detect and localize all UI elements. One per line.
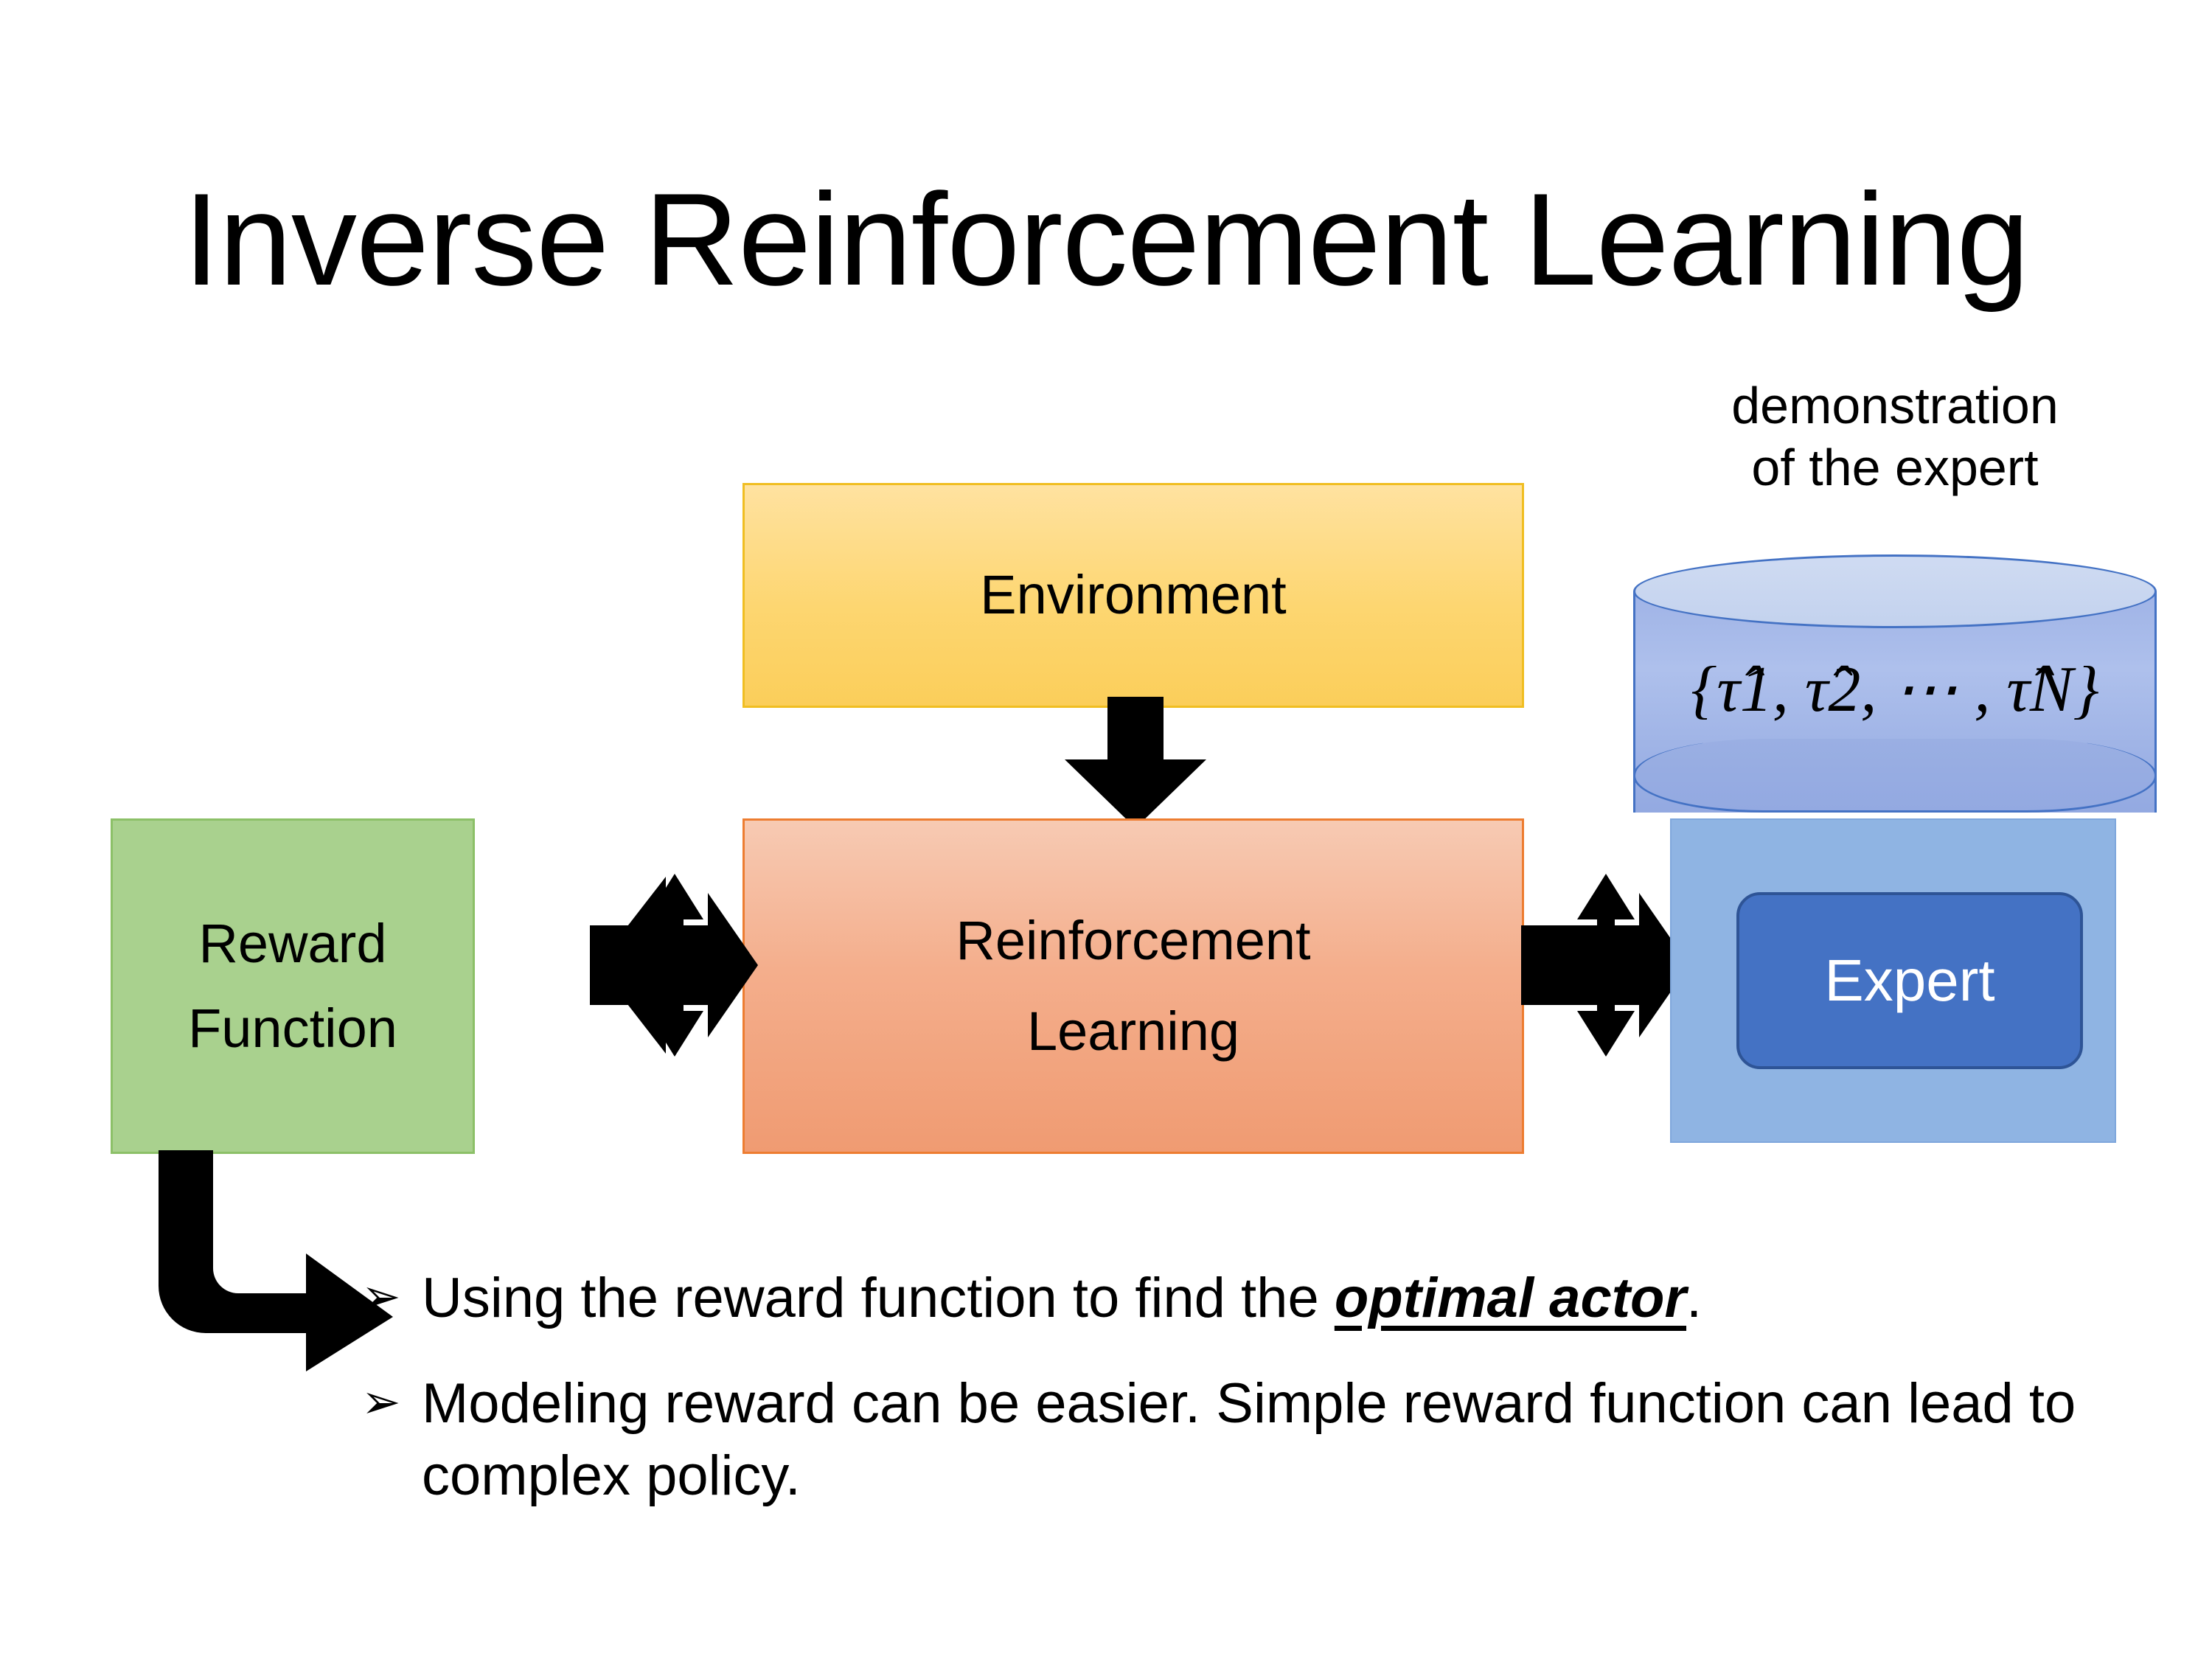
demonstration-caption: demonstration of the expert — [1607, 375, 2183, 498]
bullet-marker-icon: ➢ — [361, 1270, 401, 1323]
rl-box-label-line1: Reinforcement — [956, 910, 1311, 971]
bent-arrow-icon — [159, 1150, 393, 1371]
demonstration-cylinder: {τ̂1, τ̂2, ⋯ , τ̂N} — [1633, 554, 2157, 849]
environment-box-label: Environment — [980, 564, 1287, 626]
reward-function-box: Reward Function — [111, 818, 475, 1154]
rl-box-label-line2: Learning — [1026, 1000, 1239, 1062]
expert-chip: Expert — [1736, 892, 2083, 1069]
arrow-down-icon — [1065, 697, 1206, 828]
bullet-marker-icon: ➢ — [361, 1375, 401, 1429]
quad-arrow-icon-left — [590, 874, 758, 1057]
bullet-text: Using the reward function to find the op… — [422, 1262, 2079, 1334]
quad-arrow-icon-right — [1521, 874, 1689, 1057]
reinforcement-learning-box: Reinforcement Learning — [742, 818, 1524, 1154]
bullet-text: Modeling reward can be easier. Simple re… — [422, 1368, 2079, 1512]
demonstration-caption-line2: of the expert — [1751, 439, 2039, 496]
reward-box-label-line2: Function — [188, 997, 397, 1059]
cylinder-top-ellipse — [1633, 554, 2157, 628]
bullet-text-prefix: Using the reward function to find the — [422, 1267, 1335, 1329]
list-item: ➢ Modeling reward can be easier. Simple … — [361, 1368, 2079, 1512]
cylinder-bottom-ellipse — [1633, 739, 2157, 813]
bullet-text-prefix: Modeling reward can be easier. Simple re… — [422, 1372, 2076, 1507]
trajectory-set-formula: {τ̂1, τ̂2, ⋯ , τ̂N} — [1691, 654, 2099, 726]
environment-box: Environment — [742, 483, 1524, 708]
list-item: ➢ Using the reward function to find the … — [361, 1262, 2079, 1334]
page-title: Inverse Reinforcement Learning — [183, 166, 2030, 313]
expert-chip-label: Expert — [1824, 947, 1995, 1013]
bullet-text-emphasis: optimal actor — [1334, 1267, 1687, 1329]
bullet-text-suffix: . — [1686, 1267, 1703, 1329]
reward-box-label-line1: Reward — [198, 913, 387, 974]
bullet-list: ➢ Using the reward function to find the … — [361, 1262, 2079, 1512]
demonstration-caption-line1: demonstration — [1731, 377, 2059, 434]
